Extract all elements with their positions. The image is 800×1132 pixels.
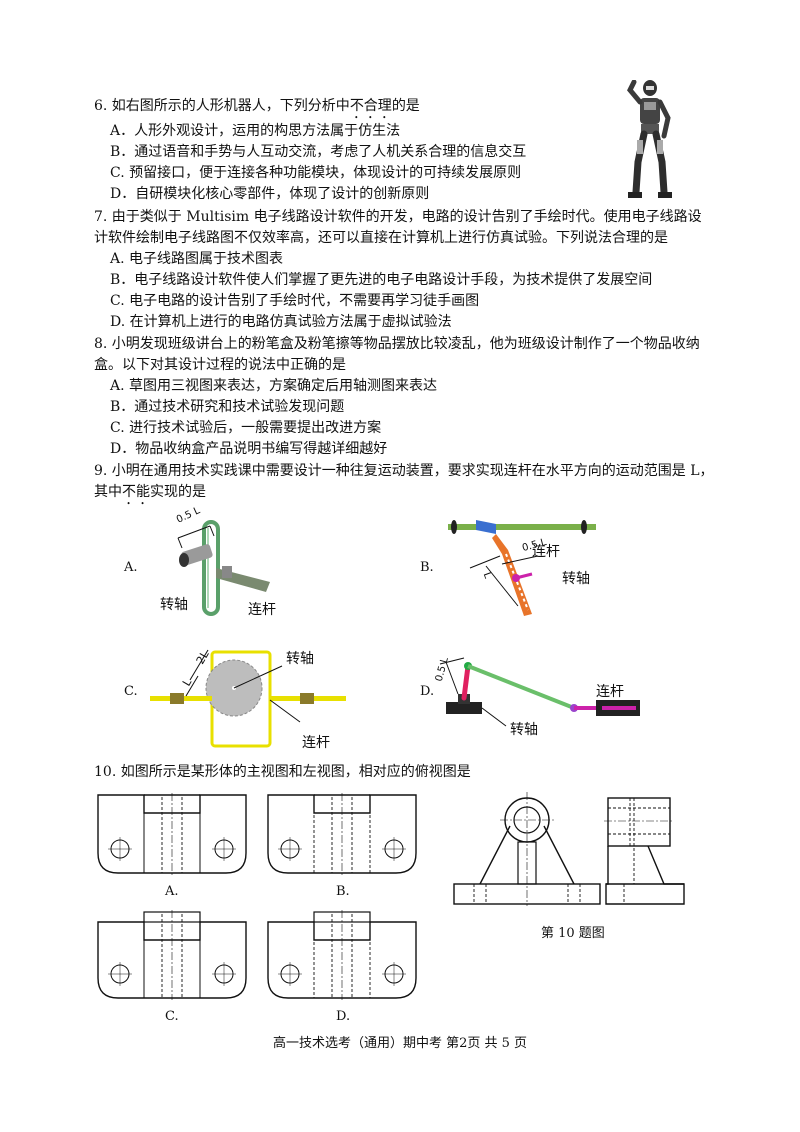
q8-option-c: C. 进行技术试验后，一般需要提出改进方案 bbox=[110, 420, 382, 436]
q10-option-b-drawing bbox=[267, 793, 417, 875]
q6-stem: 6. 如右图所示的人形机器人，下列分析中不合理的是 bbox=[94, 96, 420, 122]
q10-option-d-label: D. bbox=[336, 1009, 351, 1024]
q9-stem-line1: 9. 小明在通用技术实践课中需要设计一种往复运动装置，要求实现连杆在水平方向的运… bbox=[94, 463, 714, 479]
q8-stem-line2: 盒。以下对其设计过程的说法中正确的是 bbox=[94, 357, 346, 373]
q9-stem-line2: 其中不能实现的是 bbox=[94, 482, 206, 508]
q7-option-a: A. 电子线路图属于技术图表 bbox=[110, 251, 284, 267]
q9-stem-pre: 其中 bbox=[94, 484, 122, 500]
q8-option-b: B．通过技术研究和技术试验发现问题 bbox=[110, 399, 345, 415]
q10-option-c-drawing bbox=[97, 910, 247, 1000]
q10-front-view-drawing bbox=[453, 792, 601, 906]
q9-fig-c-shaft-label: 转轴 bbox=[286, 651, 314, 667]
q6-stem-pre: 6. 如右图所示的人形机器人，下列分析中 bbox=[94, 98, 350, 114]
q9-fig-a-label: A. bbox=[124, 560, 138, 575]
q7-stem-line2: 计软件绘制电子线路图不仅效率高，还可以直接在计算机上进行仿真试验。下列说法合理的… bbox=[94, 230, 668, 246]
q6-option-a: A．人形外观设计，运用的构思方法属于仿生法 bbox=[110, 123, 401, 139]
q9-fig-d-mechanism bbox=[439, 657, 640, 727]
q10-option-c-label: C. bbox=[165, 1009, 179, 1024]
q9-stem-post: 实现的是 bbox=[150, 484, 206, 500]
q9-fig-a-rod-label: 连杆 bbox=[248, 602, 276, 618]
q9-fig-b-label: B. bbox=[420, 560, 434, 575]
q10-option-a-drawing bbox=[97, 793, 247, 875]
q9-fig-c-rod-label: 连杆 bbox=[302, 735, 330, 751]
q6-option-c: C. 预留接口，便于连接各种功能模块，体现设计的可持续发展原则 bbox=[110, 165, 522, 181]
q10-left-view-drawing bbox=[604, 797, 685, 905]
q7-stem-line1: 7. 由于类似于 Multisim 电子线路设计软件的开发，电路的设计告别了手绘… bbox=[94, 209, 702, 225]
q9-fig-b-rod-label: 连杆 bbox=[532, 544, 560, 560]
q6-stem-post: 的是 bbox=[391, 98, 420, 114]
q8-option-a: A. 草图用三视图来表达，方案确定后用轴测图来表达 bbox=[110, 378, 438, 394]
q6-option-b: B．通过语音和手势与人互动交流，考虑了人机关系合理的信息交互 bbox=[110, 144, 527, 160]
q9-fig-b-shaft-label: 转轴 bbox=[562, 571, 590, 587]
q10-figure-caption: 第 10 题图 bbox=[541, 926, 605, 941]
q10-option-a-label: A. bbox=[165, 884, 179, 899]
q9-fig-c-mechanism bbox=[150, 649, 346, 748]
q8-stem-line1: 8. 小明发现班级讲台上的粉笔盒及粉笔擦等物品摆放比较凌乱，他为班级设计制作了一… bbox=[94, 336, 700, 352]
q9-fig-a-mechanism bbox=[177, 520, 270, 616]
q9-fig-b-mechanism bbox=[448, 520, 596, 616]
q9-fig-d-label: D. bbox=[420, 684, 435, 699]
q9-fig-c-label: C. bbox=[124, 684, 138, 699]
humanoid-robot-image bbox=[627, 80, 672, 198]
q6-option-d: D．自研模块化核心零部件，体现了设计的创新原则 bbox=[110, 186, 430, 202]
q7-option-c: C. 电子电路的设计告别了手绘时代，不需要再学习徒手画图 bbox=[110, 293, 480, 309]
q10-option-b-label: B. bbox=[336, 884, 350, 899]
q7-option-d: D. 在计算机上进行的电路仿真试验方法属于虚拟试验法 bbox=[110, 314, 452, 330]
q6-stem-emph: 不合理 bbox=[349, 98, 392, 114]
q8-option-d: D．物品收纳盒产品说明书编写得越详细越好 bbox=[110, 441, 388, 457]
q10-stem: 10. 如图所示是某形体的主视图和左视图，相对应的俯视图是 bbox=[94, 764, 471, 780]
page-footer: 高一技术选考（通用）期中考 第2页 共 5 页 bbox=[272, 1036, 528, 1051]
q9-fig-d-rod-label: 连杆 bbox=[596, 684, 624, 700]
q10-option-d-drawing bbox=[267, 910, 417, 1000]
q9-fig-a-shaft-label: 转轴 bbox=[160, 597, 188, 613]
q9-fig-d-shaft-label: 转轴 bbox=[510, 722, 538, 738]
q7-option-b: B．电子线路设计软件使人们掌握了更先进的电子电路设计手段，为技术提供了发展空间 bbox=[110, 272, 653, 288]
q9-stem-emph: 不能 bbox=[122, 484, 150, 500]
